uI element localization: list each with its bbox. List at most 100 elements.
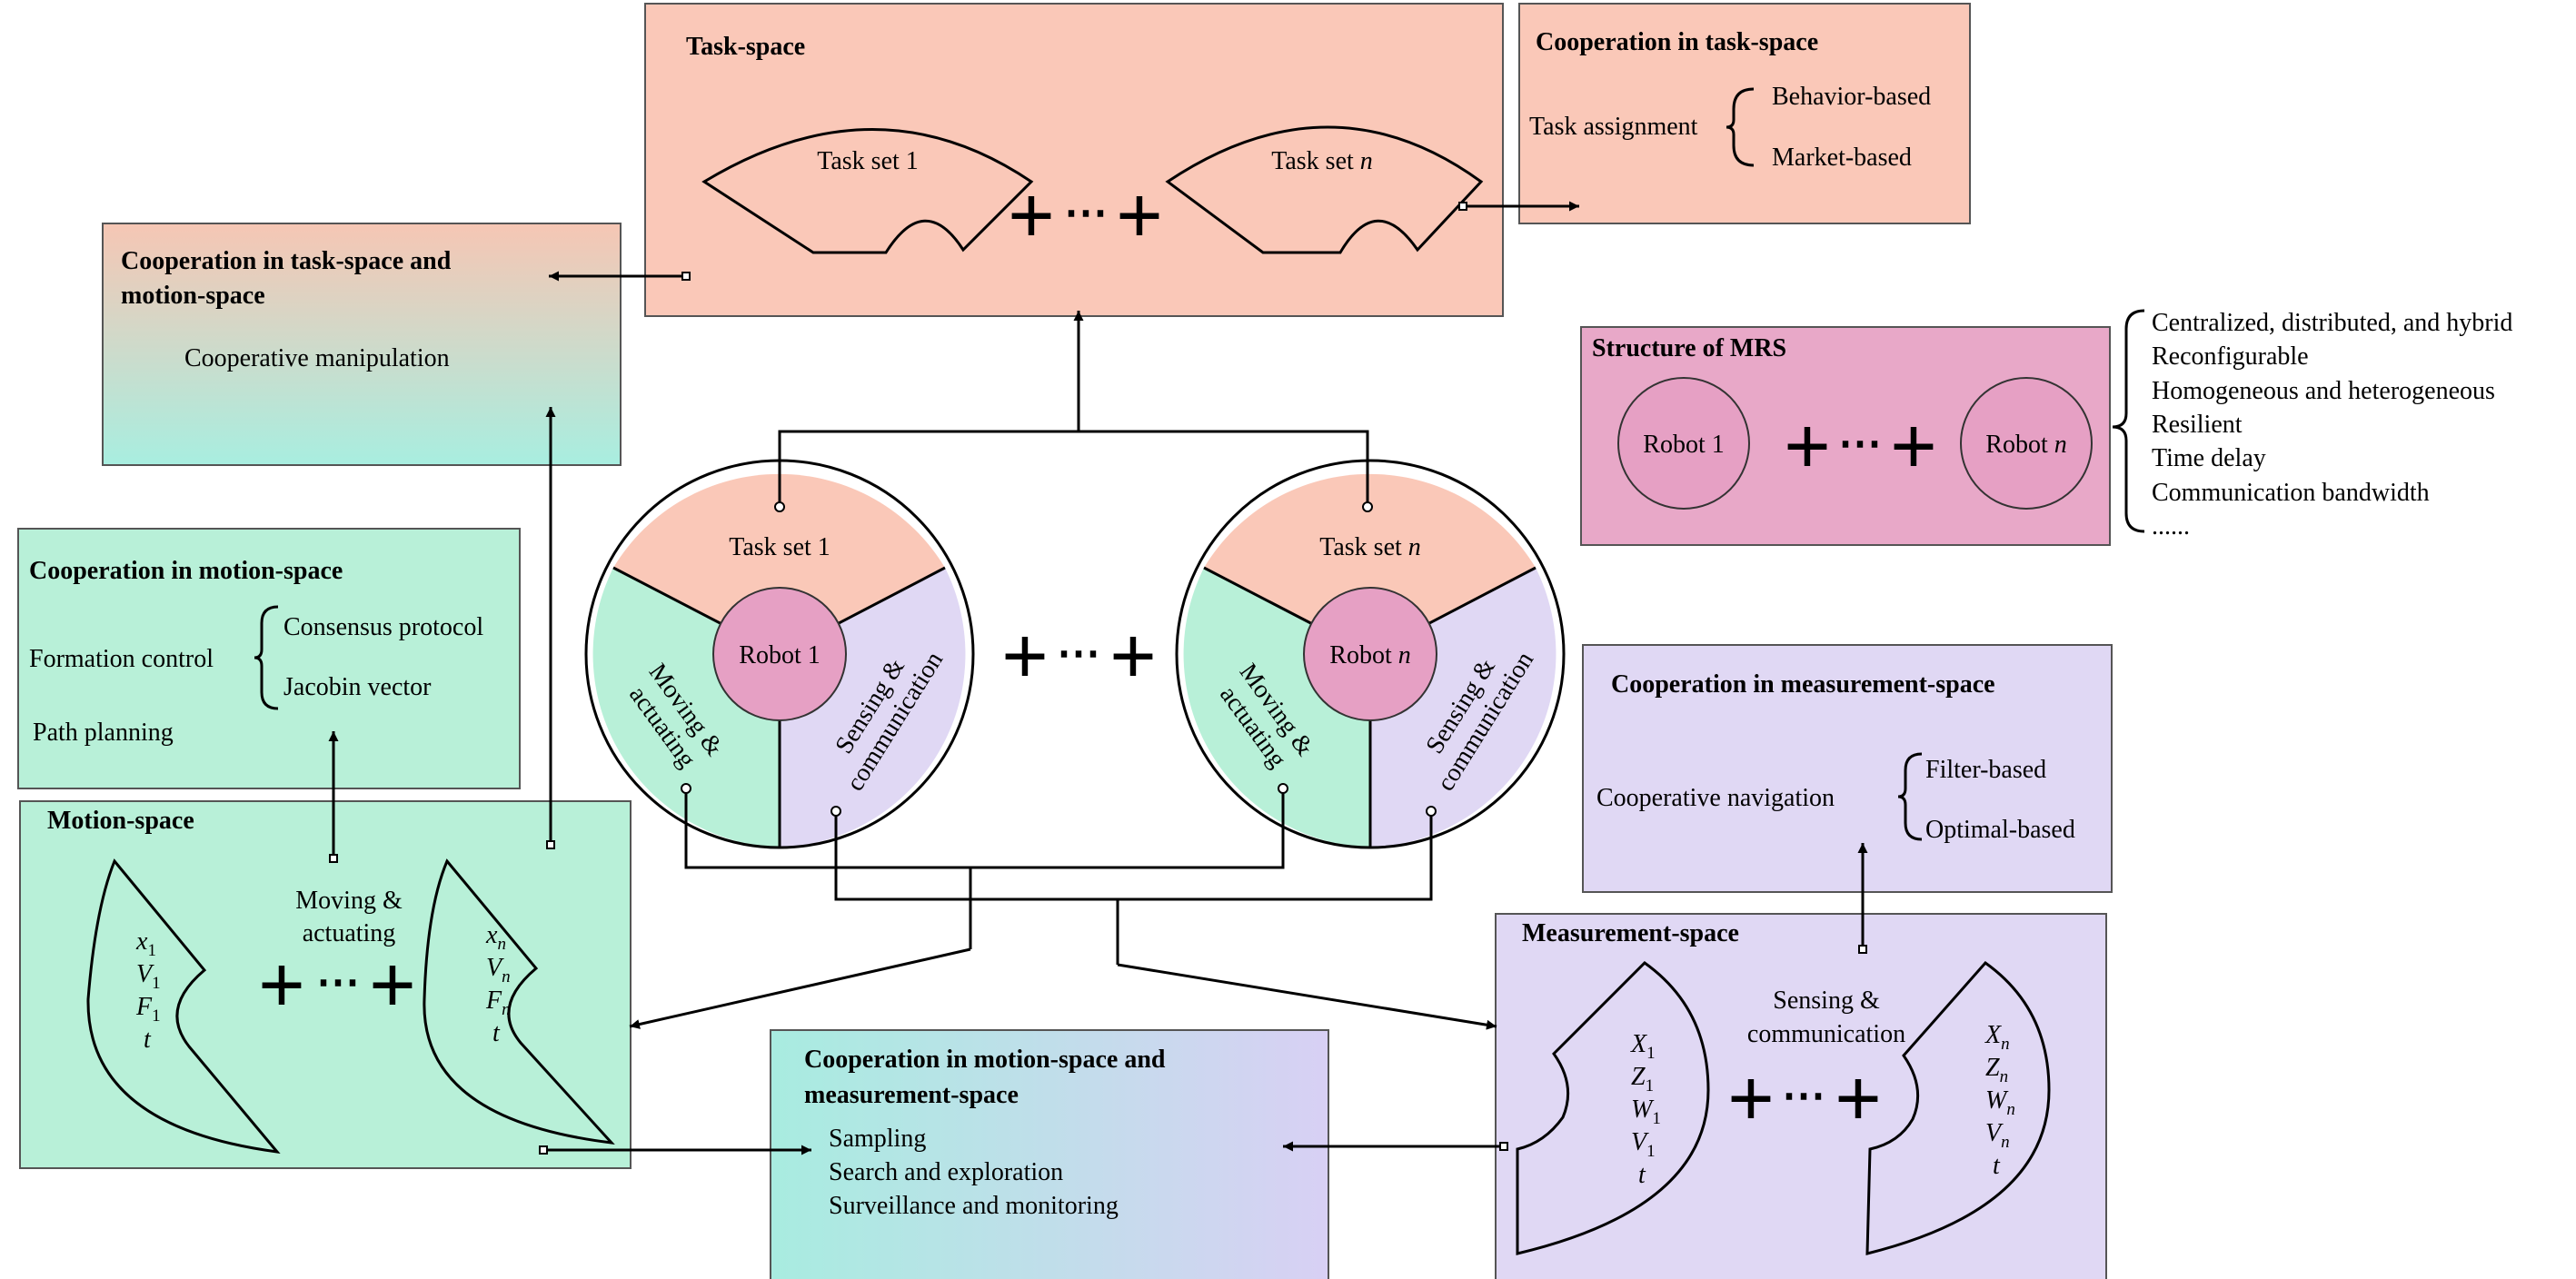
application-item: Sampling [829, 1125, 926, 1153]
measurement-var: Xn [1984, 1021, 2010, 1054]
terminal-square [539, 1145, 548, 1155]
terminal-square [1499, 1142, 1508, 1151]
terminal-dots [681, 501, 1437, 817]
application-item: Search and exploration [829, 1158, 1063, 1186]
cooperative-navigation-label: Cooperative navigation [1596, 784, 1835, 812]
terminal-square [1458, 202, 1467, 211]
measurement-space-panel: Measurement-space X1 Z1 W1 V1 t Sensing … [1495, 913, 2107, 1279]
measurement-vars-n: Xn Zn Wn Vn t [1984, 1021, 2015, 1180]
motion-center-line2: actuating [303, 919, 396, 947]
robot-n-label: Robot n [1985, 431, 2066, 459]
measurement-var: W1 [1631, 1096, 1661, 1128]
terminal-square [1858, 945, 1867, 954]
coop-motion-meas-title-line1: Cooperation in motion-space and [804, 1046, 1166, 1074]
measurement-var: Zn [1985, 1054, 2008, 1086]
terminal-dot [1278, 783, 1288, 794]
ellipsis: ⋯ [1838, 420, 1882, 468]
measurement-var: t [1638, 1161, 1646, 1189]
measurement-vars-1: X1 Z1 W1 V1 t [1630, 1030, 1661, 1189]
structure-of-mrs-panel: Structure of MRS Robot 1 + ⋯ + Robot n C… [1580, 309, 2512, 546]
motion-var: V1 [136, 960, 161, 993]
motion-vars-1: x1 V1 F1 t [135, 927, 161, 1054]
coop-task-motion-title-line1: Cooperation in task-space and [121, 247, 452, 275]
arrow-to-motion-space [629, 947, 971, 1029]
terminal-dot [830, 806, 841, 817]
plus-sign: + [1835, 1052, 1882, 1145]
robot-1-node [1617, 377, 1750, 510]
terminal-dot [774, 501, 785, 512]
measurement-var: Z1 [1631, 1063, 1654, 1096]
motion-space-background [19, 800, 632, 1169]
terminal-markers [329, 202, 1867, 1155]
formation-control-label: Formation control [29, 645, 214, 673]
motion-var: xn [485, 921, 506, 954]
structure-property: Time delay [2152, 444, 2266, 472]
plus-sign: + [258, 938, 305, 1031]
robot-1-wheel: Robot 1 Task set 1 Moving & actuating Se… [584, 459, 975, 849]
behavior-based-option: Behavior-based [1772, 83, 1931, 111]
measurement-space-title: Measurement-space [1522, 919, 1739, 947]
measurement-sector-n [1865, 960, 2051, 1255]
motion-space-panel: Motion-space x1 V1 F1 t Moving & actuati… [19, 800, 632, 1169]
coop-motion-space-panel: Cooperation in motion-space Formation co… [17, 528, 521, 789]
robot-1-core [712, 587, 847, 721]
terminal-square [681, 272, 691, 281]
structure-property: Centralized, distributed, and hybrid [2152, 309, 2512, 337]
brace-icon [1897, 752, 1923, 841]
robot-n-node [1960, 377, 2093, 510]
optimal-based-option: Optimal-based [1925, 816, 2075, 844]
coop-motion-meas-title-line2: measurement-space [804, 1081, 1019, 1109]
task-set-1-label: Task set 1 [817, 147, 919, 175]
plus-sign: + [1109, 610, 1157, 702]
plus-sign: + [1784, 400, 1831, 492]
coop-task-motion-panel: Cooperation in task-space and motion-spa… [102, 223, 622, 466]
coop-task-space-panel: Cooperation in task-space Task assignmen… [1518, 3, 1971, 224]
motion-var: Fn [485, 987, 511, 1019]
sensing-bus-line [834, 811, 1433, 901]
plus-sign: + [1008, 169, 1055, 262]
market-based-option: Market-based [1772, 144, 1912, 172]
filter-based-option: Filter-based [1925, 756, 2046, 784]
task-set-n-label: Task set n [1271, 147, 1373, 175]
measurement-space-background [1495, 913, 2107, 1279]
ellipsis: ⋯ [316, 958, 360, 1006]
structure-title: Structure of MRS [1592, 334, 1786, 362]
plus-sign: + [1116, 169, 1163, 262]
motion-var: F1 [135, 993, 161, 1026]
measurement-var: V1 [1631, 1128, 1656, 1161]
motion-sector-n [423, 858, 615, 1145]
measurement-var: Vn [1985, 1119, 2010, 1152]
motion-var: t [492, 1019, 501, 1047]
robot-1-name: Robot 1 [739, 641, 820, 669]
motion-sector-1 [86, 858, 281, 1154]
measurement-center-line1: Sensing & [1773, 987, 1880, 1015]
moving-bus-line [684, 788, 1285, 869]
robot-n-wheel: Robot n Task set n Moving & actuating Se… [1175, 459, 1566, 849]
task-space-background [644, 3, 1504, 317]
plus-sign: + [369, 938, 416, 1031]
structure-property: Reconfigurable [2152, 342, 2309, 371]
jacobin-vector-option: Jacobin vector [283, 673, 432, 701]
coop-motion-meas-background [770, 1029, 1329, 1279]
coop-meas-title: Cooperation in measurement-space [1611, 670, 1995, 699]
motion-space-title: Motion-space [47, 807, 194, 835]
plus-sign: + [1890, 400, 1937, 492]
coop-meas-background [1582, 644, 2113, 893]
measurement-center-line2: communication [1747, 1020, 1905, 1048]
consensus-protocol-option: Consensus protocol [283, 613, 483, 641]
terminal-dot [1426, 806, 1437, 817]
coop-motion-title: Cooperation in motion-space [29, 557, 343, 585]
robot-n-core [1303, 587, 1437, 721]
coop-task-space-background [1518, 3, 1971, 224]
coop-measurement-space-panel: Cooperation in measurement-space Coopera… [1582, 644, 2113, 893]
coop-motion-background [17, 528, 521, 789]
terminal-dot [1362, 501, 1373, 512]
application-item: Surveillance and monitoring [829, 1192, 1119, 1220]
plus-sign: + [1727, 1052, 1775, 1145]
robot-n-name: Robot n [1329, 641, 1410, 669]
measurement-var: X1 [1630, 1030, 1656, 1063]
task-space-panel: Task-space Task set 1 + ⋯ + Task set n [644, 3, 1504, 317]
robot-1-label: Robot 1 [1643, 431, 1724, 459]
task-set-1-sector [701, 128, 1034, 254]
